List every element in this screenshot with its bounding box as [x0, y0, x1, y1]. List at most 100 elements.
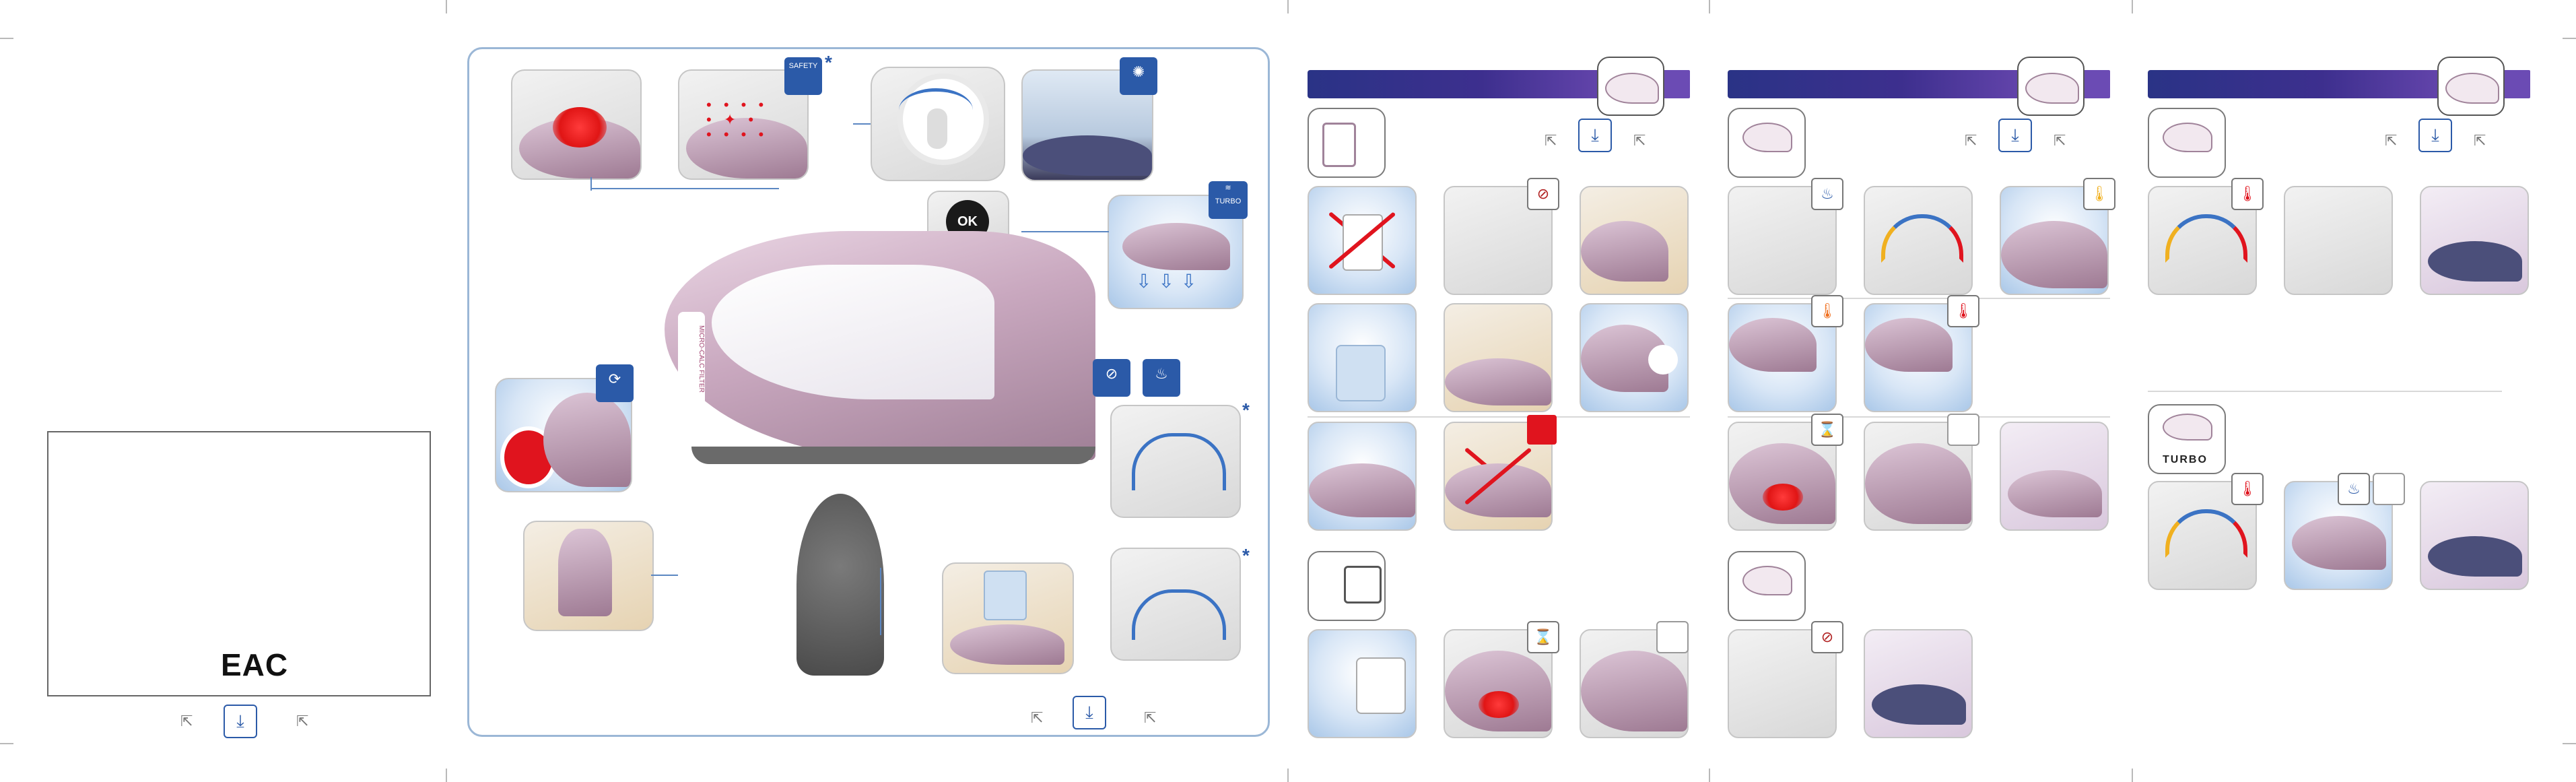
micro-calc-filter-label: MICRO-CALC FILTER	[678, 312, 705, 406]
anti-calc-badge: ⟳	[596, 364, 634, 402]
empty-marker-box	[1656, 621, 1689, 653]
turbo-badge: ≋TURBO	[1209, 181, 1248, 219]
crop-mark	[2563, 38, 2576, 39]
turbo-label: TURBO	[2163, 454, 2208, 465]
iron-header-icon	[2437, 57, 2505, 116]
water-bottle-icon	[1308, 108, 1386, 178]
rotate-arrow-icon	[1132, 589, 1226, 640]
iron-soleplate-edge	[691, 447, 1095, 464]
crop-mark	[446, 769, 447, 782]
iron-top-cover	[712, 265, 994, 399]
turbo-steam-badge: ♨	[2338, 473, 2370, 505]
asterisk-note: *	[825, 52, 832, 73]
iron-header-icon	[2017, 57, 2084, 116]
download-icon: ⤓	[2418, 119, 2452, 152]
open-inlet-tile	[1580, 186, 1689, 295]
label-box: EAC	[47, 431, 431, 696]
light-indicator-badge: ✺	[1120, 57, 1157, 95]
high-temp-tile	[1864, 303, 1973, 412]
max-temp-dial-tile	[2148, 186, 2257, 295]
main-diagram-panel: • • • •• ✦ •• • • • SAFETY * OK ✺ ⇩⇩⇩ ≋T…	[467, 47, 1270, 737]
divider	[1308, 416, 1690, 418]
vertical-ironing-tile	[2420, 186, 2529, 295]
fill-water-tile	[942, 562, 1074, 674]
crop-mark	[1287, 0, 1289, 13]
water-jug	[984, 571, 1027, 620]
thermometer-icon: 🌡	[2231, 178, 2264, 210]
ironing-motion-tile	[2000, 422, 2109, 531]
steam-arrows-icon: ⇩⇩⇩	[1136, 271, 1204, 292]
download-icon: ⤓	[224, 705, 257, 738]
section-header-end	[2083, 70, 2110, 98]
no-steam-badge: ⊘	[1093, 359, 1130, 397]
blinking-dots-icon: • • • •• ✦ •• • • •	[706, 96, 768, 143]
steam-dial-alt-tile	[1110, 548, 1241, 661]
download-icon: ⤓	[1578, 119, 1612, 152]
section-header-bar	[1728, 70, 2044, 98]
divider	[1728, 298, 2110, 299]
download-icon: ⤓	[1998, 119, 2032, 152]
section-header-bar	[1308, 70, 1624, 98]
pointer-cursor-icon: ⇱	[1144, 709, 1157, 726]
warning-square	[1527, 415, 1557, 445]
pointer-cursor-icon: ⇱	[180, 713, 193, 729]
vertical-steam-icon	[2148, 108, 2226, 178]
pointer-cursor-icon: ⇱	[1633, 132, 1646, 149]
crop-mark	[1287, 769, 1289, 782]
turbo-steam-icon: TURBO	[2148, 404, 2226, 474]
turbo-ironing-tile	[2420, 481, 2529, 590]
empty-marker-box	[2373, 473, 2405, 505]
pointer-cursor-icon: ⇱	[1965, 132, 1977, 149]
steam-dial-position-tile	[1110, 405, 1241, 518]
pointer-cursor-icon: ⇱	[1545, 132, 1557, 149]
heating-light-tile	[1728, 422, 1837, 531]
pointer-cursor-icon: ⇱	[1031, 709, 1044, 726]
crop-mark	[2132, 769, 2133, 782]
asterisk-note: *	[1242, 545, 1250, 566]
ok-label: OK	[957, 214, 978, 229]
iron-header-icon	[1597, 57, 1664, 116]
rotate-arrow-icon	[1132, 433, 1226, 490]
plug-socket-tile	[1308, 629, 1417, 738]
dry-ironing-tile	[1864, 629, 1973, 738]
asterisk-note: *	[1242, 399, 1250, 420]
no-tap-water-tile	[1308, 186, 1417, 295]
section-header-end	[2503, 70, 2530, 98]
crop-mark	[446, 0, 447, 13]
ready-light-tile	[1864, 422, 1973, 531]
turbo-badge-text: TURBO	[1215, 197, 1242, 205]
soleplate	[796, 494, 884, 676]
max-level-tile	[1580, 303, 1689, 412]
thermometer-icon: 🌡	[1811, 295, 1843, 327]
empty-marker-box	[1947, 414, 1979, 446]
rotate-arrow-icon	[899, 88, 973, 132]
thermometer-icon: 🌡	[2083, 178, 2115, 210]
steam-button-tile	[2284, 186, 2393, 295]
light-on-tile	[511, 69, 642, 180]
crop-mark	[1709, 769, 1710, 782]
no-steam-icon: ⊘	[1527, 178, 1559, 210]
safety-badge: SAFETY	[784, 57, 822, 95]
steam-badge: ♨	[1143, 359, 1180, 397]
pointer-cursor-icon: ⇱	[2385, 132, 2398, 149]
steam-icon: ♨	[1811, 178, 1843, 210]
section-header-end	[1663, 70, 1690, 98]
temperature-dial-tile	[1864, 186, 1973, 295]
pointer-cursor-icon: ⇱	[2474, 132, 2486, 149]
section-header-bar	[2148, 70, 2464, 98]
thermometer-icon: 🌡	[2231, 473, 2264, 505]
plug-in-icon	[1308, 551, 1386, 621]
eac-mark: EAC	[221, 647, 289, 682]
anti-calc-tile	[495, 378, 632, 492]
hourglass-icon: ⌛	[1527, 621, 1559, 653]
download-icon: ⤓	[1073, 696, 1106, 729]
safety-badge-text: SAFETY	[788, 62, 818, 70]
crop-mark	[1709, 0, 1710, 13]
turbo-press-tile	[2284, 481, 2393, 590]
divider	[1728, 416, 2110, 418]
divider	[2148, 391, 2502, 392]
dry-iron-icon	[1728, 551, 1806, 621]
steam-dial-tile	[871, 67, 1005, 181]
heel-rest-tile	[523, 521, 654, 631]
turbo-steam-tile: ⇩⇩⇩	[1108, 195, 1244, 309]
